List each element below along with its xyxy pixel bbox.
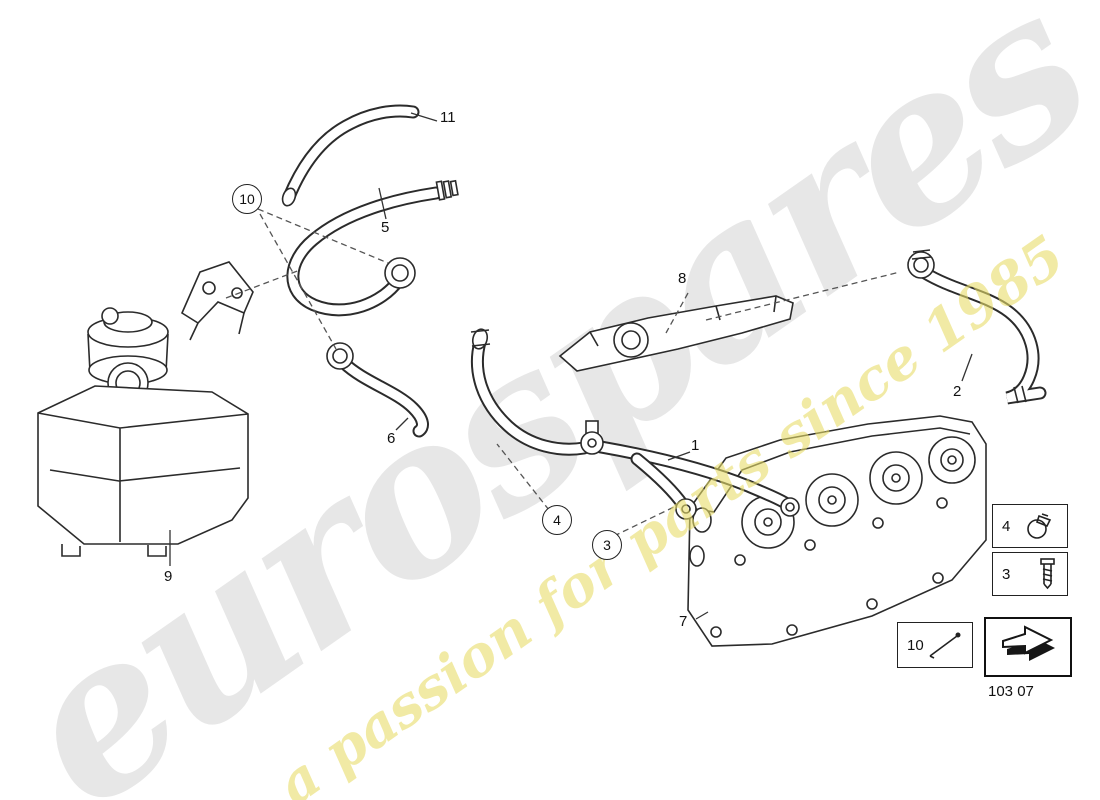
hose-drawings [281,104,1047,520]
legend-pin-number: 10 [907,636,924,654]
callout-7: 7 [679,613,688,630]
legend-pin-box: 10 [897,622,973,668]
callout-9: 9 [164,568,173,585]
reservoir-drawing [37,261,254,557]
part-group-arrow-box [984,617,1072,677]
callout-5: 5 [381,219,390,236]
legend-clamp-number: 4 [1002,517,1011,535]
callout-2: 2 [953,383,962,400]
leader-lines [169,112,973,620]
legend-screw-box: 3 [992,552,1068,596]
screw-icon [1040,558,1055,590]
clamp-icon [1027,513,1052,539]
callout-6: 6 [387,430,396,447]
callout-4-circled: 4 [542,505,572,535]
breather-channel-drawing [558,295,794,372]
legend-clamp-box: 4 [992,504,1068,548]
callout-11: 11 [440,109,456,126]
pin-icon [929,632,961,659]
direction-arrow-icon [1002,625,1055,661]
legend-screw-number: 3 [1002,565,1011,583]
callout-3-circled: 3 [592,530,622,560]
part-group-code: 103 07 [988,683,1034,700]
callout-1: 1 [691,437,700,454]
callout-8: 8 [678,270,687,287]
callout-10-circled: 10 [232,184,262,214]
